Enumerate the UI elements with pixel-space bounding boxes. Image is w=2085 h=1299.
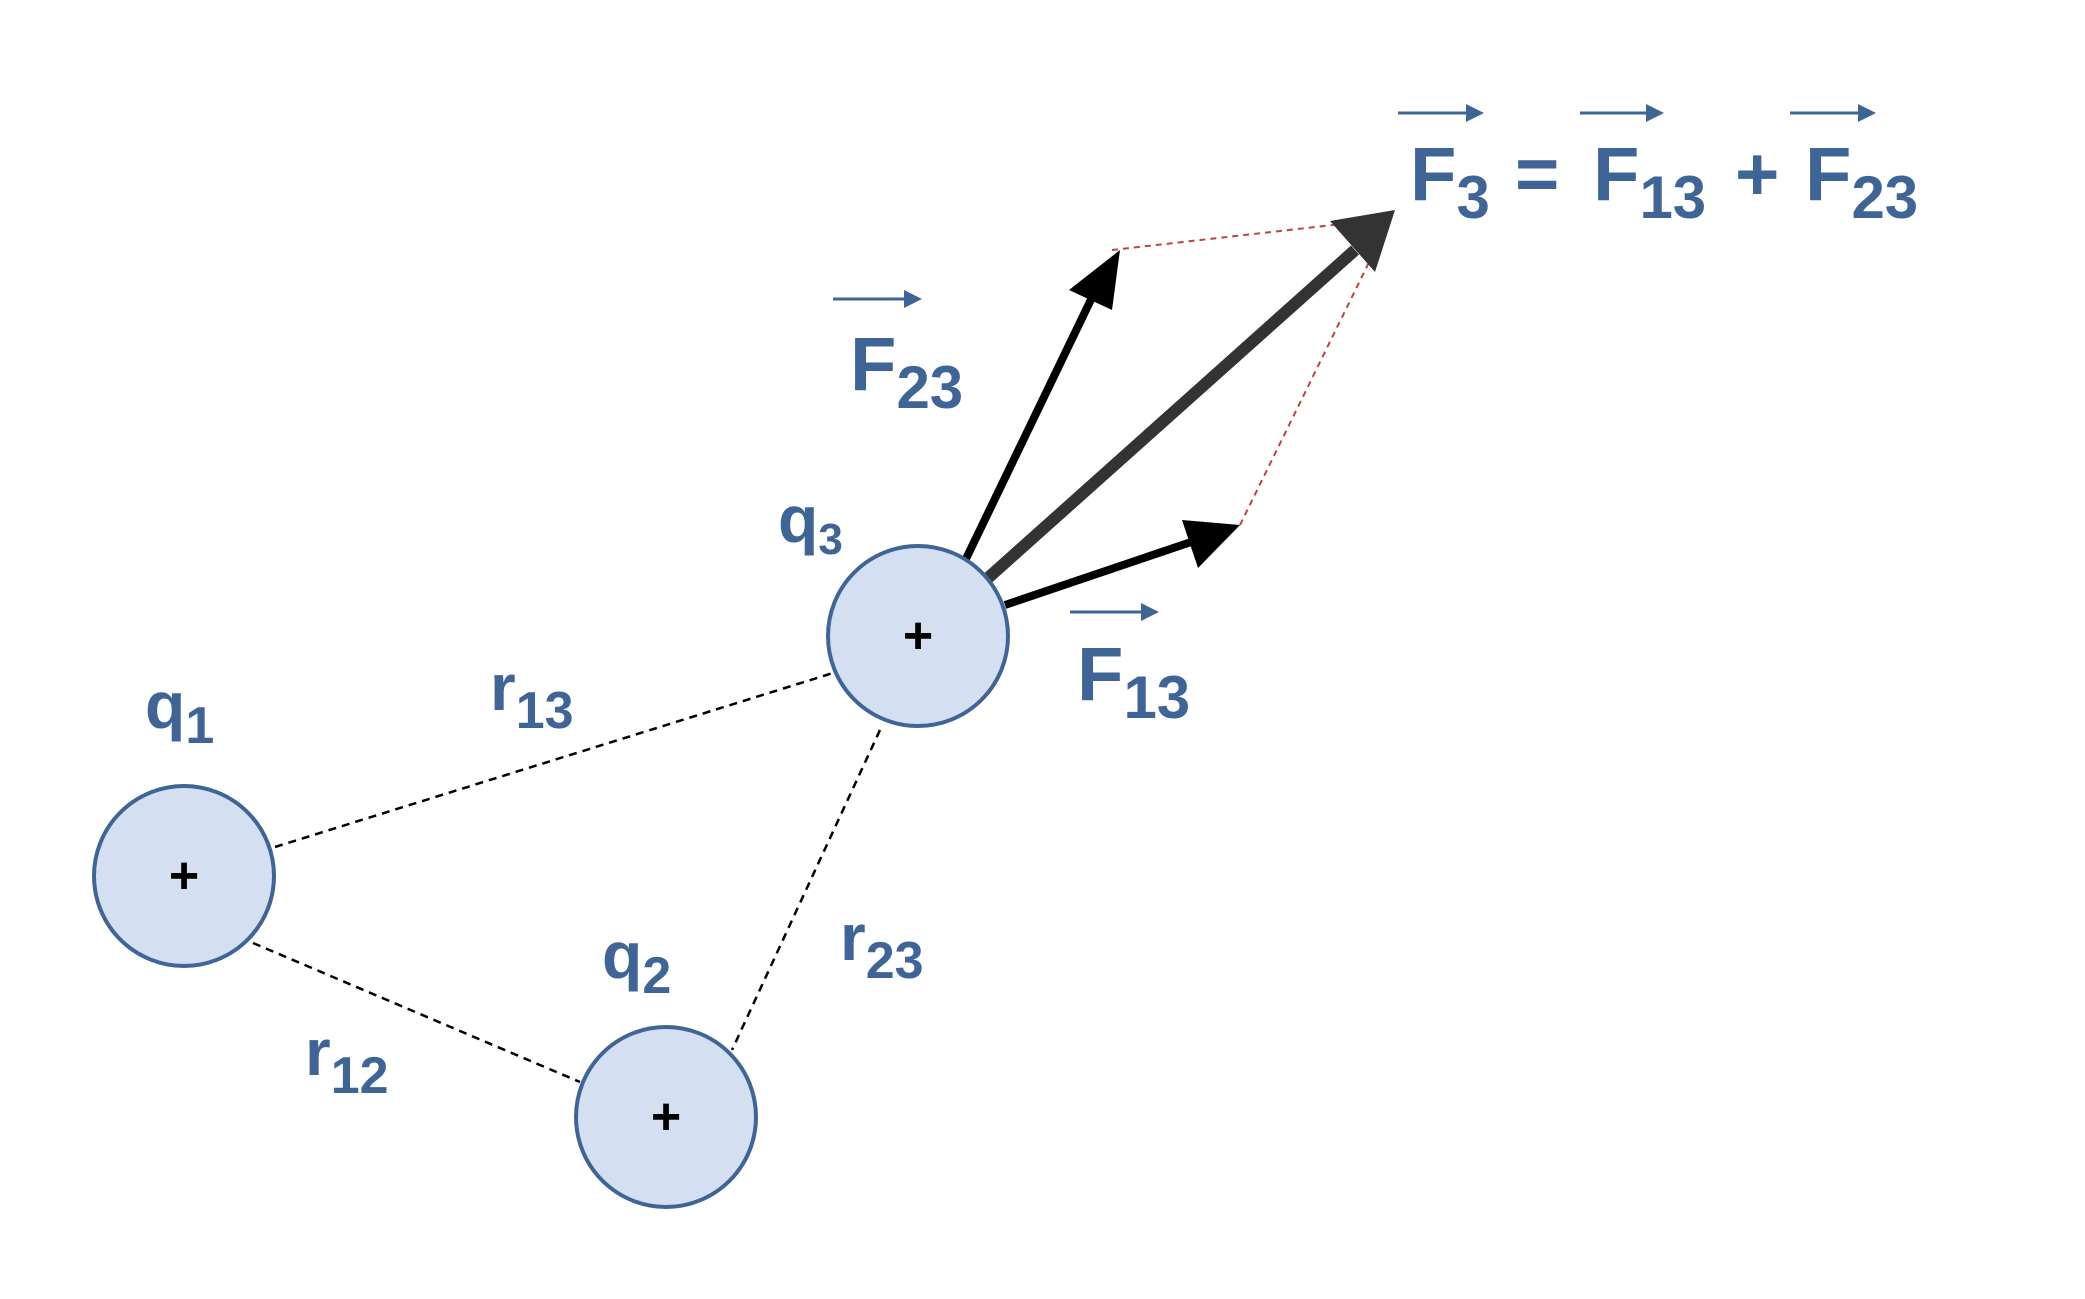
distance-label-r23: r23 — [840, 900, 924, 990]
distance-line-r12 — [252, 941, 581, 1084]
distance-label-r13: r13 — [490, 650, 574, 740]
vector-arrow-icon — [1466, 104, 1484, 122]
svg-text:F23: F23 — [850, 322, 963, 421]
vector-arrow-icon — [1858, 104, 1876, 122]
charge-label-q3: q3 — [778, 482, 843, 564]
charge-label-q1: q1 — [145, 668, 214, 755]
equation-term-f13: F13 — [1593, 132, 1706, 231]
charge-q2: + — [574, 1025, 758, 1209]
equation-equals: = — [1515, 132, 1559, 217]
distance-line-r23 — [730, 729, 882, 1051]
svg-text:F13: F13 — [1077, 632, 1190, 731]
equation-plus: + — [1735, 132, 1779, 217]
vector-arrow-icon — [1141, 603, 1159, 621]
equation-term-f23: F23 — [1805, 132, 1918, 231]
charge-q1: + — [92, 784, 276, 968]
charge-sign: + — [169, 847, 199, 905]
construction-line-top — [1111, 217, 1396, 251]
charge-sign: + — [903, 607, 933, 665]
force-label-f13: F13 — [1070, 603, 1190, 731]
vector-arrow-icon — [904, 290, 922, 308]
distance-label-r12: r12 — [305, 1015, 389, 1105]
resultant-equation: F3 = F13 + F23 — [1398, 104, 1918, 231]
construction-line-right — [1239, 249, 1376, 526]
force-arrow-f3-resultant — [984, 210, 1395, 583]
equation-lhs: F3 — [1410, 132, 1490, 231]
force-label-f23: F23 — [833, 290, 963, 421]
charge-sign: + — [651, 1088, 681, 1146]
force-arrow-f23 — [959, 250, 1120, 567]
charge-q3: + — [826, 544, 1010, 728]
vector-arrow-icon — [1646, 104, 1664, 122]
charge-label-q2: q2 — [602, 918, 671, 1005]
force-arrow-f13 — [1003, 520, 1240, 609]
